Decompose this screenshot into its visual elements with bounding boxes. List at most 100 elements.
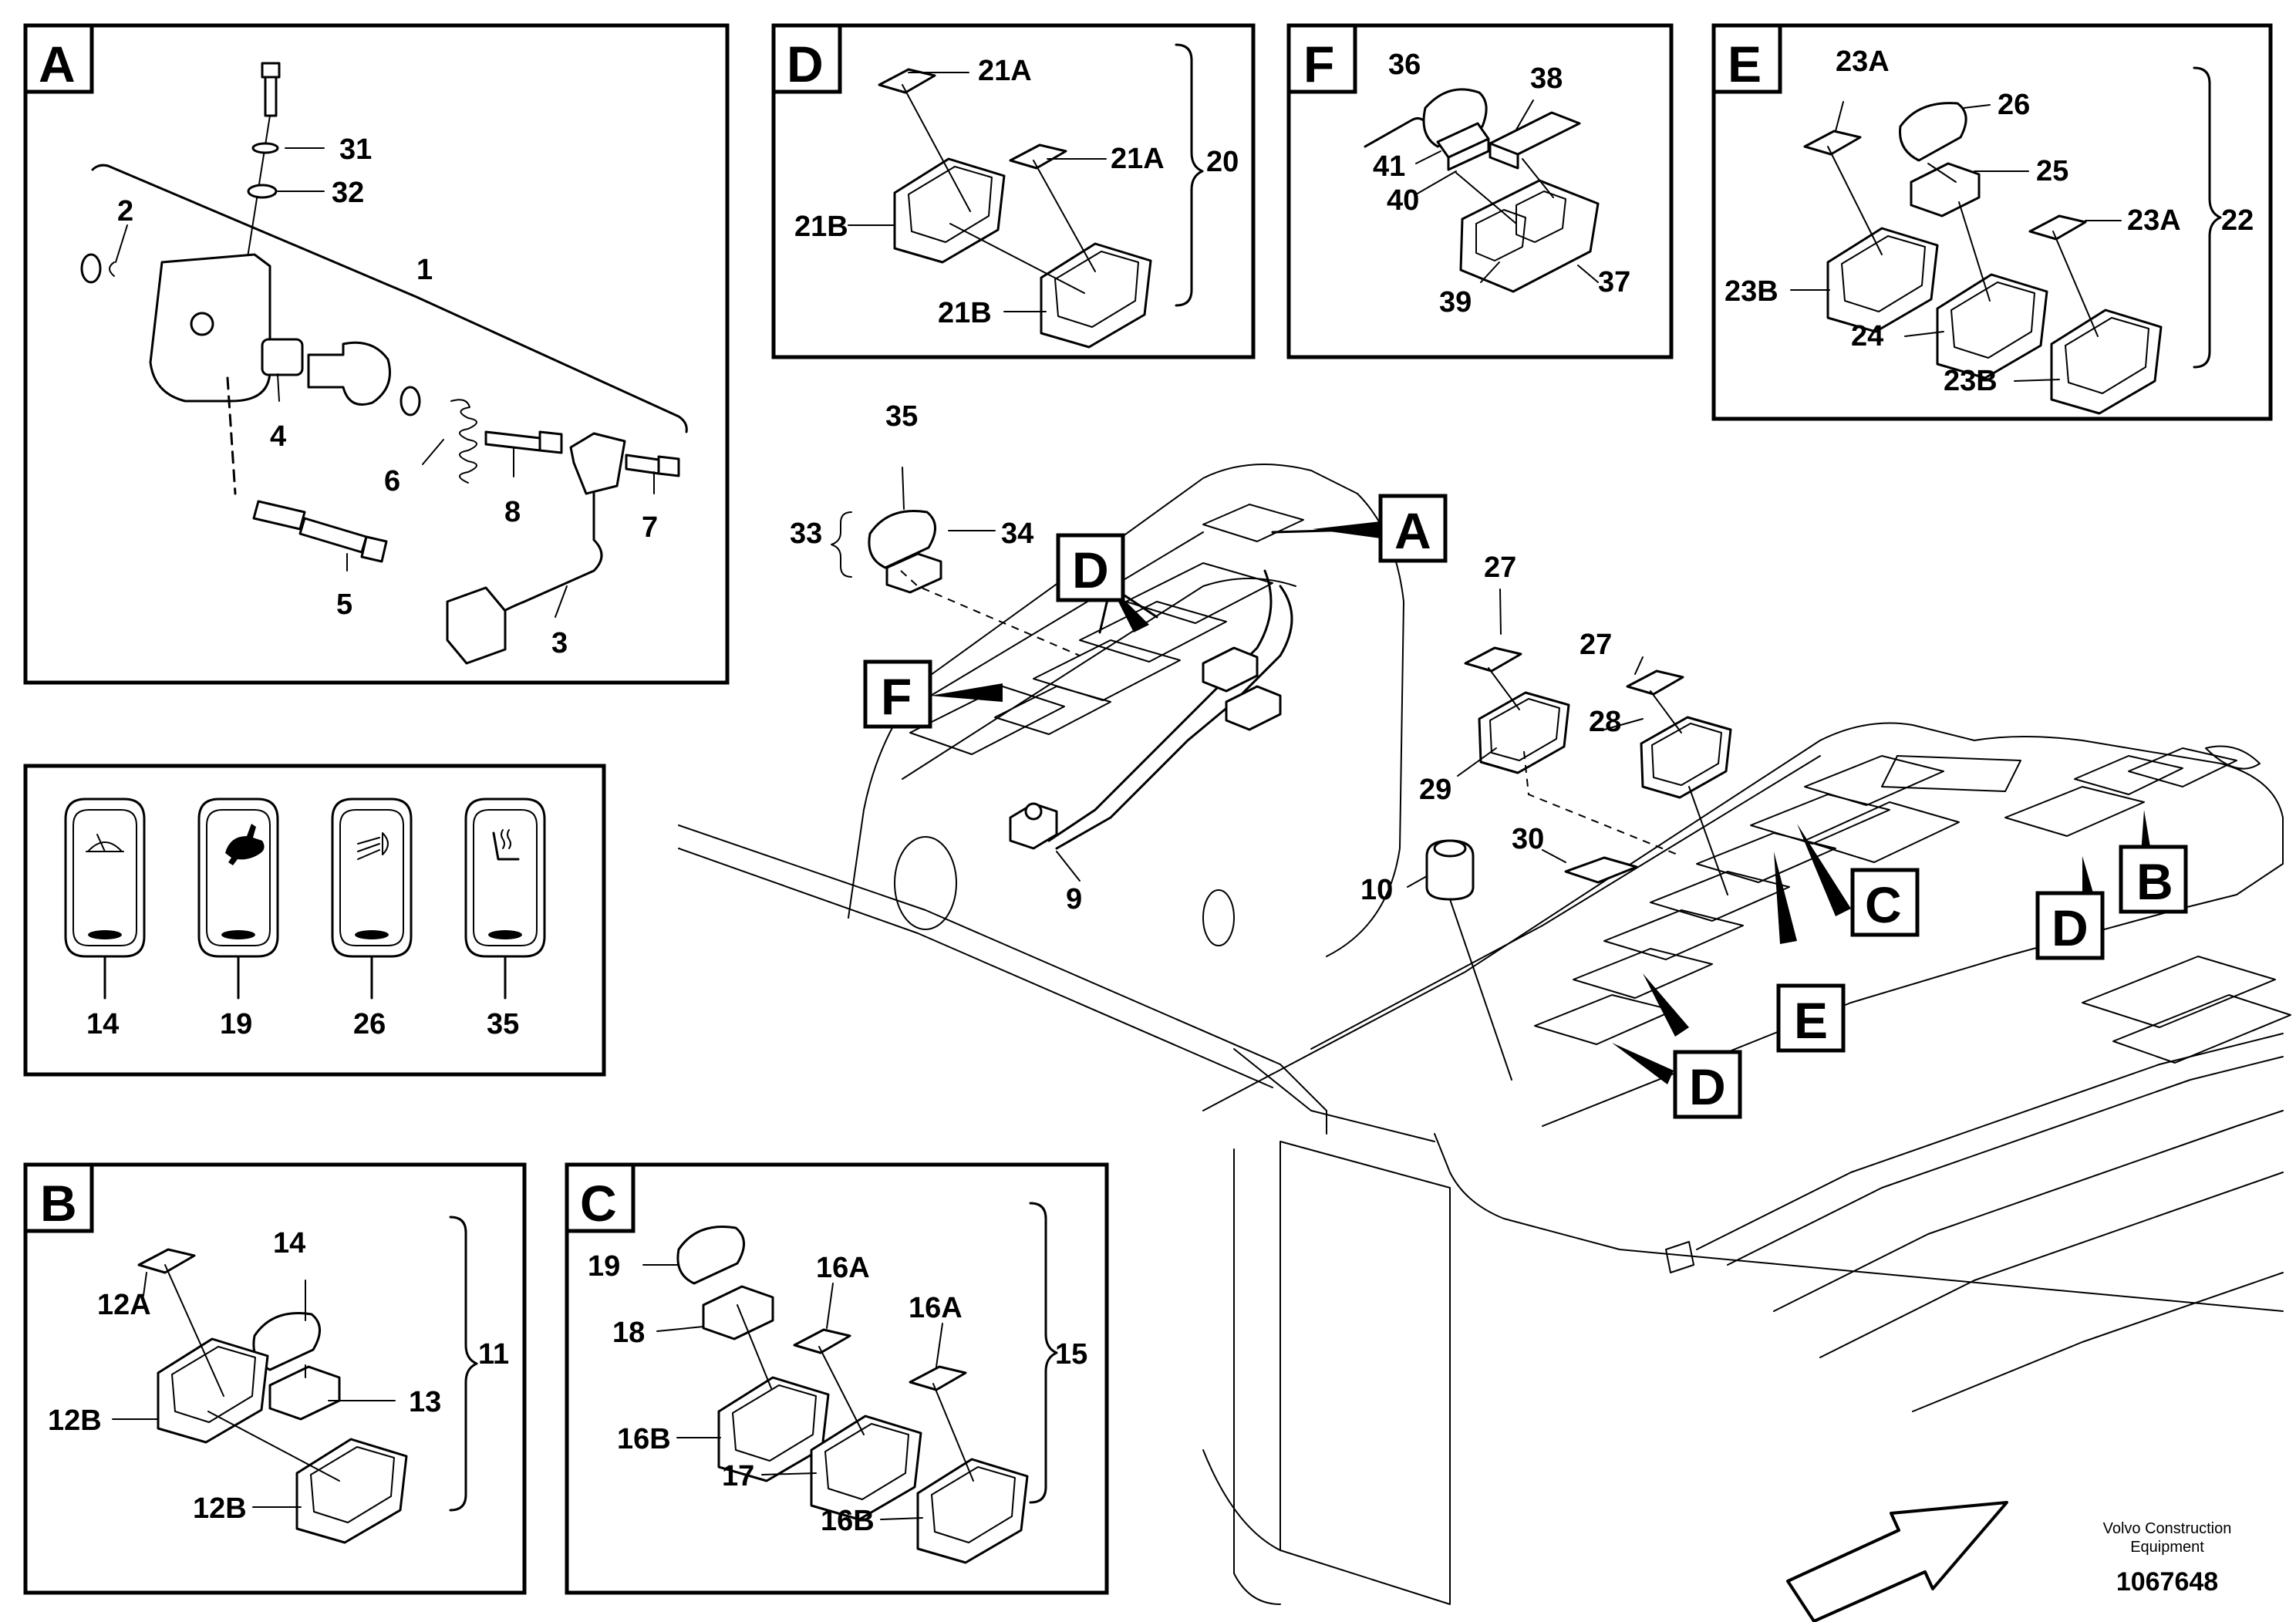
label-23b-bottom: 23B	[1944, 365, 1998, 397]
panel-b-letter: B	[40, 1175, 77, 1232]
label-switch-14: 14	[86, 1008, 119, 1040]
label-34: 34	[1001, 518, 1033, 550]
drawing-footer: Volvo Construction Equipment 1067648	[2103, 1520, 2232, 1597]
main-callout-tags: A D F C E D B D	[863, 494, 2188, 1119]
label-21b-left: 21B	[794, 211, 848, 243]
label-15: 15	[1055, 1338, 1087, 1371]
label-switch-19: 19	[220, 1008, 252, 1040]
brand-line2: Equipment	[2130, 1539, 2204, 1556]
callout-tag-d-upper-text: D	[1072, 541, 1109, 599]
label-21b-bottom: 21B	[938, 297, 992, 329]
label-36: 36	[1388, 49, 1421, 81]
callout-tag-d-lower	[1673, 1050, 1742, 1119]
label-25: 25	[2036, 155, 2068, 187]
callout-tag-b	[2119, 845, 2188, 914]
panel-a-letter: A	[39, 35, 76, 93]
panel-b: B 14 12A 13 11 12B 12B	[23, 1162, 527, 1595]
label-12b-bottom: 12B	[193, 1492, 247, 1525]
panel-c-letter: C	[580, 1175, 617, 1232]
turtle-rabbit-icon	[225, 824, 265, 865]
label-32: 32	[332, 177, 364, 209]
callout-tag-c	[1850, 868, 1920, 937]
callout-tag-d-lower-text: D	[1689, 1058, 1726, 1115]
label-23a-top: 23A	[1836, 46, 1890, 78]
panel-a: A	[23, 23, 730, 685]
label-18: 18	[612, 1317, 645, 1349]
wiper-icon	[86, 834, 124, 852]
label-39: 39	[1439, 286, 1472, 319]
label-10: 10	[1360, 874, 1393, 906]
label-14-b: 14	[273, 1227, 305, 1259]
panel-e-letter: E	[1728, 35, 1762, 93]
drawing-number: 1067648	[2116, 1567, 2218, 1597]
label-12a: 12A	[97, 1289, 151, 1321]
panel-f: F 36 38 41 40 39 37	[1286, 23, 1674, 359]
label-13: 13	[409, 1386, 441, 1418]
label-29: 29	[1419, 774, 1451, 806]
label-7: 7	[642, 511, 658, 544]
callout-tag-a	[1378, 494, 1448, 563]
label-16b-left: 16B	[617, 1423, 671, 1455]
label-16a-right: 16A	[909, 1292, 963, 1324]
label-23a-right: 23A	[2127, 204, 2181, 237]
label-33: 33	[790, 518, 822, 550]
label-26: 26	[1998, 89, 2030, 121]
label-21a-right: 21A	[1111, 143, 1165, 175]
label-28: 28	[1589, 706, 1621, 738]
switch-26	[331, 798, 413, 1000]
label-21a-top: 21A	[978, 55, 1032, 87]
label-8: 8	[504, 496, 521, 528]
callout-tag-e	[1776, 983, 1846, 1053]
label-30: 30	[1512, 823, 1544, 855]
switch-icons-panel: 14 19 26 35	[23, 764, 606, 1077]
label-5: 5	[336, 588, 352, 621]
label-9: 9	[1066, 883, 1082, 916]
callout-tag-b-text: B	[2136, 853, 2173, 910]
callout-tag-f-text: F	[881, 668, 912, 725]
callout-tag-d-right	[2035, 891, 2105, 960]
label-23b-left: 23B	[1725, 275, 1778, 308]
label-37: 37	[1598, 266, 1630, 298]
panel-c: C 19 16A 18 16A 15 16B 17 16B	[565, 1162, 1109, 1595]
label-27-right: 27	[1580, 629, 1612, 661]
label-22: 22	[2221, 204, 2254, 237]
label-3: 3	[551, 627, 568, 659]
label-17: 17	[722, 1460, 754, 1492]
label-12b-left: 12B	[48, 1404, 102, 1437]
panel-d-letter: D	[787, 35, 824, 93]
label-31: 31	[339, 133, 372, 166]
callout-leaders	[930, 521, 2155, 1084]
label-24: 24	[1851, 320, 1883, 352]
panel-d: D 21A 21A 20 21B 21B	[771, 23, 1256, 359]
panel-f-letter: F	[1303, 35, 1334, 93]
label-1: 1	[416, 254, 433, 286]
forward-direction-arrow	[1786, 1501, 2008, 1622]
cab-console-drawing	[678, 464, 2291, 1605]
label-2: 2	[117, 195, 133, 228]
label-19-c: 19	[588, 1250, 620, 1283]
label-switch-26: 26	[353, 1008, 386, 1040]
callout-tag-d-upper	[1056, 533, 1125, 602]
callout-tag-a-text: A	[1394, 502, 1431, 559]
label-4: 4	[270, 420, 286, 453]
label-16a-left: 16A	[816, 1252, 870, 1284]
panel-e: E 23A 26 25 23A 22 23B 24 23B	[1711, 23, 2273, 421]
switch-19	[197, 798, 279, 1000]
label-27-left: 27	[1484, 551, 1516, 584]
switch-14	[64, 798, 146, 1000]
work-light-icon	[357, 832, 389, 860]
label-switch-35: 35	[487, 1008, 519, 1040]
label-16b-bottom: 16B	[821, 1505, 875, 1537]
callout-tag-e-text: E	[1794, 992, 1828, 1049]
label-6: 6	[384, 465, 400, 497]
label-40: 40	[1387, 184, 1419, 217]
label-20: 20	[1206, 146, 1239, 178]
callout-tag-d-right-text: D	[2052, 899, 2089, 956]
label-38: 38	[1530, 62, 1563, 95]
label-35-main: 35	[885, 400, 918, 433]
main-labels: 35 33 34 27 27 28 29 9 30 10	[790, 400, 1621, 916]
callout-tag-c-text: C	[1865, 876, 1902, 933]
label-11: 11	[478, 1338, 509, 1371]
label-41: 41	[1373, 150, 1405, 183]
